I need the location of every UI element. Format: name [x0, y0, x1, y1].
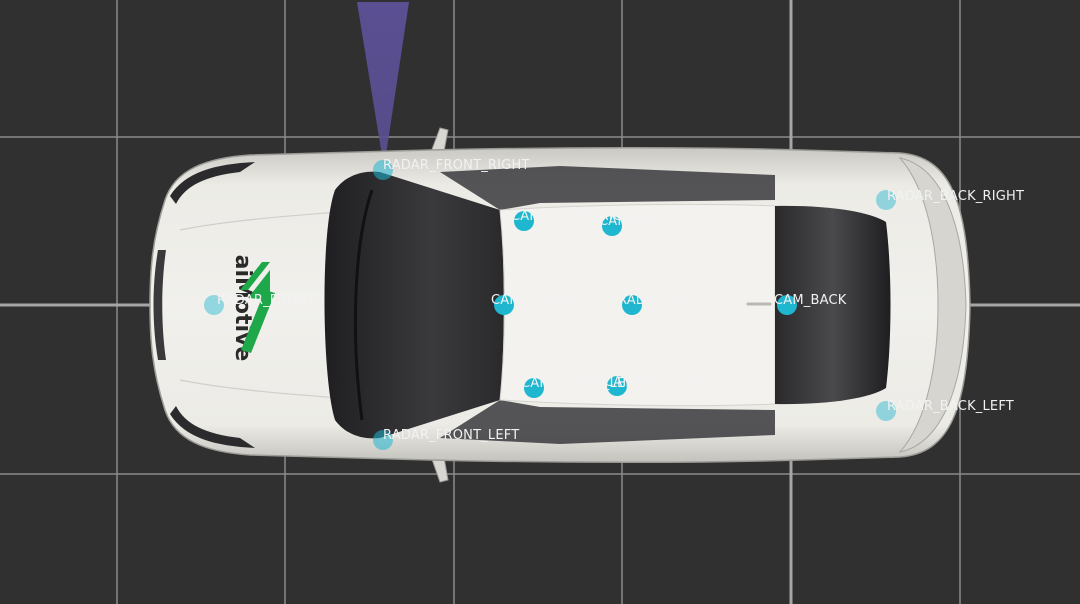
radar-fov-cone	[357, 2, 409, 168]
cam-front-left-marker[interactable]	[524, 378, 544, 398]
sensor-label-radar-back-left: RADAR_BACK_LEFT	[887, 399, 1014, 414]
sensor-label-radar-front-right: RADAR_FRONT_RIGHT	[383, 158, 530, 173]
cam-front-right-marker[interactable]	[514, 211, 534, 231]
sensor-label-cam-front-left: CAM_FRONT_LEFT	[521, 376, 642, 391]
sensor-label-radar-back-right: RADAR_BACK_RIGHT	[887, 189, 1025, 204]
radar-front-left-marker[interactable]	[373, 430, 393, 450]
sensor-label-radar-front: RADAR_FRONT	[217, 293, 316, 308]
sensor-label-radar-front-left: RADAR_FRONT_LEFT	[383, 428, 520, 443]
cam-back-left-marker[interactable]	[607, 376, 627, 396]
cam-front-marker[interactable]	[494, 295, 514, 315]
sensor-label-radar-top: RADAR_TOP	[618, 293, 698, 308]
sensor-label-cam-front: CAM_FRONT	[491, 293, 573, 308]
brand-logo: aiMotive	[230, 255, 275, 361]
cam-back-right-marker[interactable]	[602, 216, 622, 236]
sensor-label-cam-back: CAM_BACK	[774, 293, 847, 308]
sensor-label-cam-back-right: CAM_BACK_RIGHT	[599, 214, 720, 229]
radar-front-right-marker[interactable]	[373, 160, 393, 180]
radar-front-marker[interactable]	[204, 295, 224, 315]
radar-back-left-marker[interactable]	[876, 401, 896, 421]
cam-back-marker[interactable]	[777, 295, 797, 315]
radar-top-marker[interactable]	[622, 295, 642, 315]
sensor-label-cam-front-right: CAM_FRONT_RIGHT	[511, 209, 642, 224]
sensor-label-cam-back-left: CAM_BACK_LEFT	[604, 375, 715, 390]
vehicle-body: aiMotive	[149, 127, 971, 483]
radar-back-right-marker[interactable]	[876, 190, 896, 210]
